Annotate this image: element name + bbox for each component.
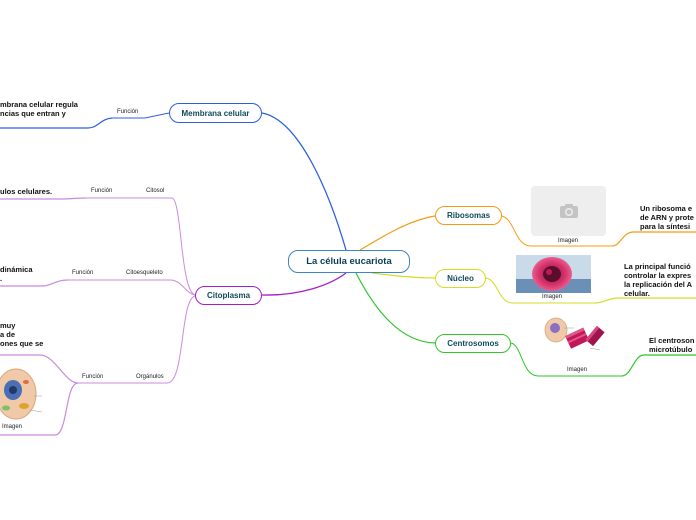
text-line: para la síntesi [640,222,691,231]
text-line: . [0,274,3,283]
topic-citoplasma[interactable]: Citoplasma [195,286,262,305]
connector-citoplasma-organulos [132,295,196,384]
connector-root-citoplasma [261,272,347,296]
organulos-imagen-label: Imagen [2,424,23,430]
text-line: ncias que entran y [0,109,66,118]
connector-citoesqueleto-text [0,279,69,287]
connector-organulos-text [0,354,79,384]
text-line: controlar la expres [624,271,692,280]
connector-nucleo-imagen [485,277,596,304]
citoesqueleto-funcion-text[interactable]: dinámica . [0,265,33,283]
membrana-funcion-text[interactable]: mbrana celular regula ncias que entran y [0,100,78,118]
text-line: La principal funció [624,262,691,271]
ribosomas-text[interactable]: Un ribosoma e de ARN y prote para la sín… [640,204,694,231]
subtopic-membrana-funcion[interactable]: Función [117,109,139,115]
nucleo-text[interactable]: La principal funció controlar la expres … [624,262,692,298]
connector-root-nucleo [371,272,436,279]
text-line: El centroson [649,336,695,345]
subtopic-citosol-funcion[interactable]: Función [91,188,113,194]
ribosomas-image-placeholder[interactable] [531,186,606,236]
centrosomos-text[interactable]: El centroson microtúbulo [649,336,694,354]
text-line: de ARN y prote [640,213,694,222]
text-line: Un ribosoma e [640,204,693,213]
citosol-funcion-text[interactable]: ulos celulares. [0,187,52,196]
centrosomos-imagen-label: Imagen [567,367,588,373]
subtopic-organulos-funcion[interactable]: Función [82,374,104,380]
text-line: microtúbulo [649,345,693,354]
topic-ribosomas[interactable]: Ribosomas [435,206,502,225]
connector-root-membrana [261,112,347,251]
connector-ribosomas-imagen [501,215,612,247]
subtopic-citoesqueleto[interactable]: Citoesqueleto [126,270,163,276]
root-topic[interactable]: La célula eucariota [288,250,410,273]
text-line: ulos celulares. [0,187,53,196]
nucleo-imagen-label: Imagen [542,294,563,300]
connector-membrana-text [0,117,113,129]
camera-icon [559,204,578,218]
topic-centrosomos[interactable]: Centrosomos [435,334,511,353]
connector-citoplasma-citoesqueleto [122,279,196,296]
ribosomas-imagen-label: Imagen [558,238,579,244]
connector-nucleo-text [595,297,696,304]
subtopic-citoesqueleto-funcion[interactable]: Función [72,270,94,276]
connector-membrana-funcion [112,112,170,119]
text-line: muy [0,321,16,330]
text-line: a de [0,330,16,339]
centrosome-image[interactable] [540,316,612,362]
topic-nucleo[interactable]: Núcleo [435,269,486,288]
eukaryotic-cell-image[interactable] [0,368,48,424]
text-line: dinámica [0,265,33,274]
text-line: ones que se [0,339,44,348]
nucleus-image[interactable] [516,255,591,293]
subtopic-organulos[interactable]: Orgánulos [136,374,164,380]
connector-citoplasma-citosol [142,197,196,296]
connector-ribosomas-text [611,231,696,247]
text-line: mbrana celular regula [0,100,78,109]
connector-root-centrosomos [355,272,436,344]
connector-citosol-text [0,197,87,200]
topic-membrana-celular[interactable]: Membrana celular [169,103,262,123]
organulos-funcion-text[interactable]: muy a de ones que se [0,321,43,348]
connector-organulos-imagen [0,382,79,436]
text-line: celular. [624,289,650,298]
connector-centrosomos-imagen [510,342,622,377]
text-line: la replicación del A [624,280,693,289]
connector-root-ribosomas [359,215,436,251]
subtopic-citosol[interactable]: Citosol [146,188,165,194]
connector-centrosomos-text [621,354,696,377]
